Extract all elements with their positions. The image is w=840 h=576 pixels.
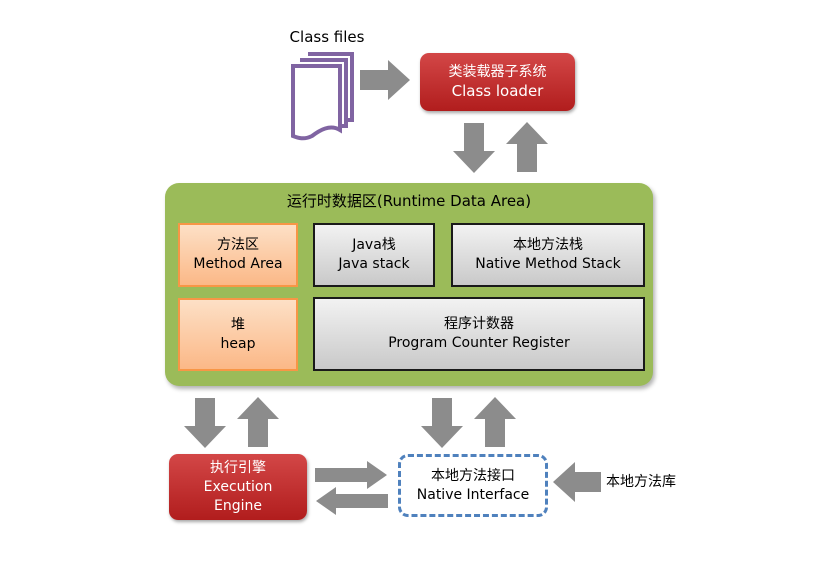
arrow-up-icon xyxy=(474,397,516,447)
execution-engine-en-1: Execution xyxy=(203,478,273,495)
method-area-cn: 方法区 xyxy=(217,237,259,253)
native-method-stack-box: 本地方法栈 Native Method Stack xyxy=(451,223,645,287)
arrow-down-icon xyxy=(453,123,495,173)
document-stack-icon xyxy=(291,52,354,141)
arrow-down-icon xyxy=(421,398,463,448)
method-area-box: 方法区 Method Area xyxy=(178,223,298,287)
execution-engine-en-2: Engine xyxy=(214,497,262,514)
native-method-stack-en: Native Method Stack xyxy=(475,256,621,272)
runtime-data-area-title: 运行时数据区(Runtime Data Area) xyxy=(286,192,532,210)
native-interface-en: Native Interface xyxy=(416,486,530,503)
arrow-up-icon xyxy=(237,397,279,447)
method-area-en: Method Area xyxy=(193,256,283,272)
arrow-right-icon xyxy=(360,60,410,100)
native-interface-box: 本地方法接口 Native Interface xyxy=(398,454,548,517)
heap-cn: 堆 xyxy=(231,316,245,333)
arrow-up-icon xyxy=(506,122,548,172)
native-method-stack-cn: 本地方法栈 xyxy=(513,237,583,253)
java-stack-cn: Java栈 xyxy=(352,237,396,253)
native-library-label: 本地方法库 xyxy=(606,474,676,490)
execution-engine-box: 执行引擎 Execution Engine xyxy=(169,454,307,520)
arrow-left-icon xyxy=(316,487,388,515)
heap-box: 堆 heap xyxy=(178,298,298,371)
arrow-left-icon xyxy=(553,462,601,502)
java-stack-box: Java栈 Java stack xyxy=(313,223,435,287)
execution-engine-cn: 执行引擎 xyxy=(210,459,266,476)
class-loader-cn: 类装载器子系统 xyxy=(448,64,547,80)
java-stack-en: Java stack xyxy=(338,256,410,272)
class-loader-box: 类装载器子系统 Class loader xyxy=(420,53,575,111)
class-loader-en: Class loader xyxy=(451,82,544,100)
program-counter-cn: 程序计数器 xyxy=(444,316,514,332)
class-files-label: Class files xyxy=(289,28,365,46)
heap-en: heap xyxy=(220,335,256,352)
native-interface-cn: 本地方法接口 xyxy=(431,467,515,484)
program-counter-en: Program Counter Register xyxy=(388,335,570,351)
arrow-right-icon xyxy=(315,461,387,489)
arrow-down-icon xyxy=(184,398,226,448)
program-counter-box: 程序计数器 Program Counter Register xyxy=(313,297,645,371)
